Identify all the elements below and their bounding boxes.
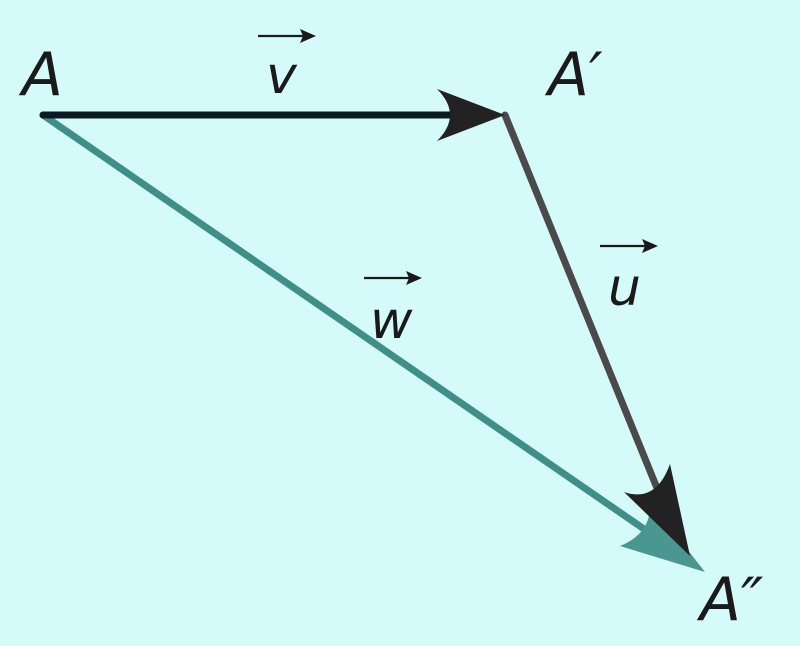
vector-label-v: v xyxy=(266,46,298,106)
vector-label-u: u xyxy=(608,258,641,318)
point-label-a-prime: A′ xyxy=(544,40,603,110)
point-label-a: A xyxy=(18,40,63,110)
vector-u-arrowhead xyxy=(624,464,690,556)
vector-v xyxy=(39,89,505,141)
vector-w-arrowhead xyxy=(620,502,705,572)
vector-w-shaft xyxy=(39,111,664,544)
point-label-a-double-prime: A″ xyxy=(696,565,764,635)
vector-u xyxy=(501,111,690,556)
vector-label-u-group: u xyxy=(600,239,658,318)
vector-label-u-arrow-tip xyxy=(642,239,658,253)
vector-label-v-arrow-tip xyxy=(300,29,316,43)
vector-u-shaft xyxy=(501,111,674,524)
vector-label-w-arrow-tip xyxy=(406,271,422,285)
vector-label-w-group: w xyxy=(364,271,422,351)
vector-w xyxy=(39,111,705,572)
vector-label-w: w xyxy=(370,291,413,351)
vector-label-v-group: v xyxy=(258,29,316,106)
vector-v-arrowhead xyxy=(437,89,505,141)
